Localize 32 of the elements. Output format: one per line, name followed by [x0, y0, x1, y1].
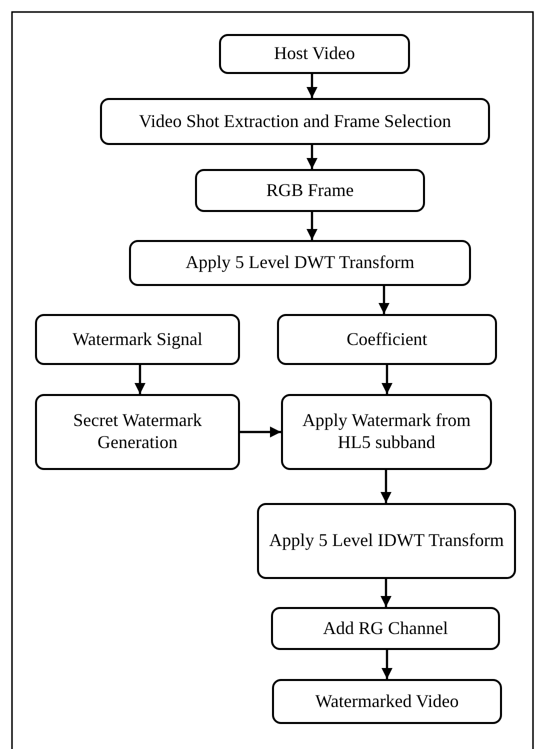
arrow — [378, 286, 390, 314]
arrow — [380, 470, 392, 503]
process-box — [272, 679, 502, 724]
box-label: Apply 5 Level DWT Transform — [186, 252, 414, 274]
box-label: Apply Watermark from HL5 subband — [301, 410, 472, 454]
box-label: Watermarked Video — [315, 690, 459, 712]
process-box — [219, 34, 410, 74]
box-label: Coefficient — [346, 328, 428, 350]
box-label: Video Shot Extraction and Frame Selection — [138, 110, 452, 132]
arrow — [134, 365, 146, 394]
process-box — [277, 314, 497, 365]
box-label: Watermark Signal — [72, 328, 202, 350]
arrow — [382, 365, 392, 394]
process-box — [35, 394, 240, 470]
box-label: RGB Frame — [266, 180, 354, 202]
arrow — [380, 579, 392, 607]
box-label: Apply 5 Level IDWT Transform — [269, 530, 504, 552]
arrow — [306, 212, 318, 240]
process-box — [35, 314, 240, 365]
process-box — [271, 607, 500, 650]
process-box — [281, 394, 492, 470]
process-box — [100, 98, 490, 145]
arrow — [306, 74, 318, 98]
process-box — [195, 169, 425, 212]
process-box — [129, 240, 471, 286]
box-label: Add RG Channel — [323, 618, 448, 640]
process-box — [257, 503, 516, 579]
arrow — [382, 650, 392, 679]
box-label: Host Video — [274, 43, 356, 65]
arrow — [240, 426, 281, 438]
arrow — [306, 145, 318, 169]
box-label: Secret Watermark Generation — [72, 410, 203, 454]
